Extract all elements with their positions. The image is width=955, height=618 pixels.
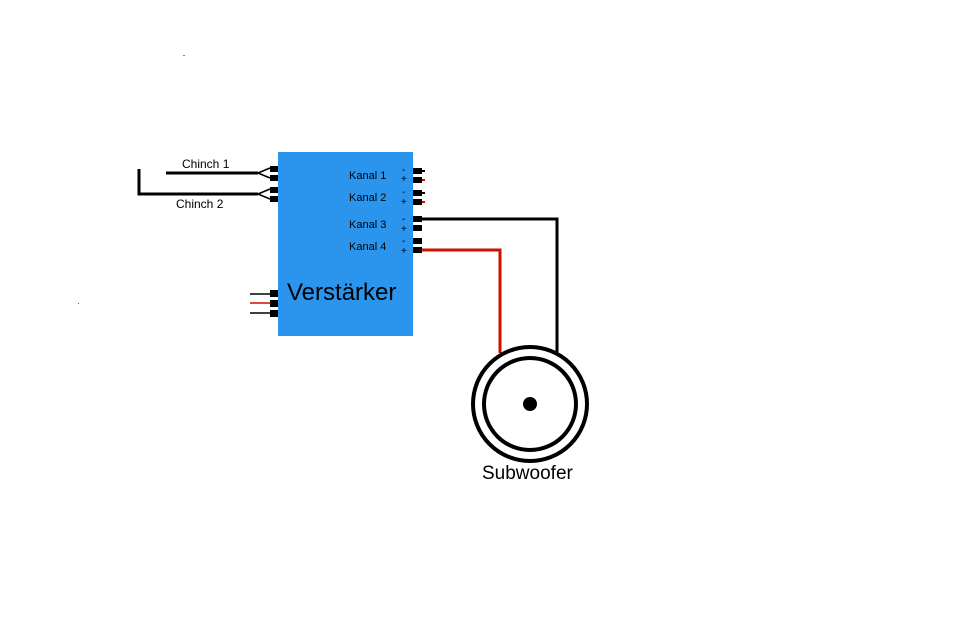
power-connector <box>270 310 278 317</box>
terminal-ch2-plus <box>413 199 422 205</box>
input-connector <box>270 175 278 181</box>
terminal-ch2-minus <box>413 190 422 196</box>
subwoofer-outer-ring <box>471 345 589 463</box>
subwoofer-label: Subwoofer <box>482 463 574 484</box>
channel-4-label: Kanal 4 <box>349 241 386 253</box>
stray-mark <box>183 55 185 56</box>
channel-2-label: Kanal 2 <box>349 192 386 204</box>
speaker-wire-red <box>422 248 502 353</box>
chinch-cables <box>137 167 271 200</box>
power-connector <box>270 290 278 297</box>
chinch-1-split <box>257 172 271 179</box>
channel-1-plus: + <box>401 174 407 185</box>
channel-1-label: Kanal 1 <box>349 170 386 182</box>
chinch-2-split <box>257 193 271 200</box>
chinch-2-split <box>257 188 271 195</box>
amplifier-box <box>278 152 413 336</box>
channel-3-label: Kanal 3 <box>349 219 386 231</box>
subwoofer-inner-ring <box>482 356 578 452</box>
stub <box>422 201 425 203</box>
amplifier-title: Verstärker <box>287 279 396 306</box>
stub <box>422 192 425 194</box>
subwoofer-center-dot <box>523 397 537 411</box>
terminal-ch1-minus <box>413 168 422 174</box>
channel-3-plus: + <box>401 224 407 235</box>
channel-2-minus: - <box>402 187 405 198</box>
input-connector <box>270 187 278 193</box>
terminal-ch4-minus <box>413 238 422 244</box>
input-connector <box>270 166 278 172</box>
terminal-ch4-plus <box>413 247 422 253</box>
chinch-1-label: Chinch 1 <box>182 157 230 171</box>
channel-2-plus: + <box>401 197 407 208</box>
chinch-1-split <box>257 167 271 174</box>
channel-4-plus: + <box>401 246 407 257</box>
chinch-2-wire <box>137 169 258 196</box>
terminal-ch3-minus <box>413 216 422 222</box>
channel-4-minus: - <box>402 236 405 247</box>
power-connector <box>270 300 278 307</box>
stub <box>422 170 425 172</box>
stub <box>422 179 425 181</box>
channel-3-minus: - <box>402 214 405 225</box>
subwoofer-icon <box>471 345 589 463</box>
chinch-2-label: Chinch 2 <box>176 197 224 211</box>
terminal-ch1-plus <box>413 177 422 183</box>
terminal-ch3-plus <box>413 225 422 231</box>
stray-mark <box>78 303 79 304</box>
channel-1-minus: - <box>402 165 405 176</box>
speaker-wire-black <box>422 217 559 352</box>
input-connector <box>270 196 278 202</box>
input-connectors <box>270 166 278 202</box>
power-connectors <box>250 290 278 317</box>
output-terminals <box>413 168 425 253</box>
